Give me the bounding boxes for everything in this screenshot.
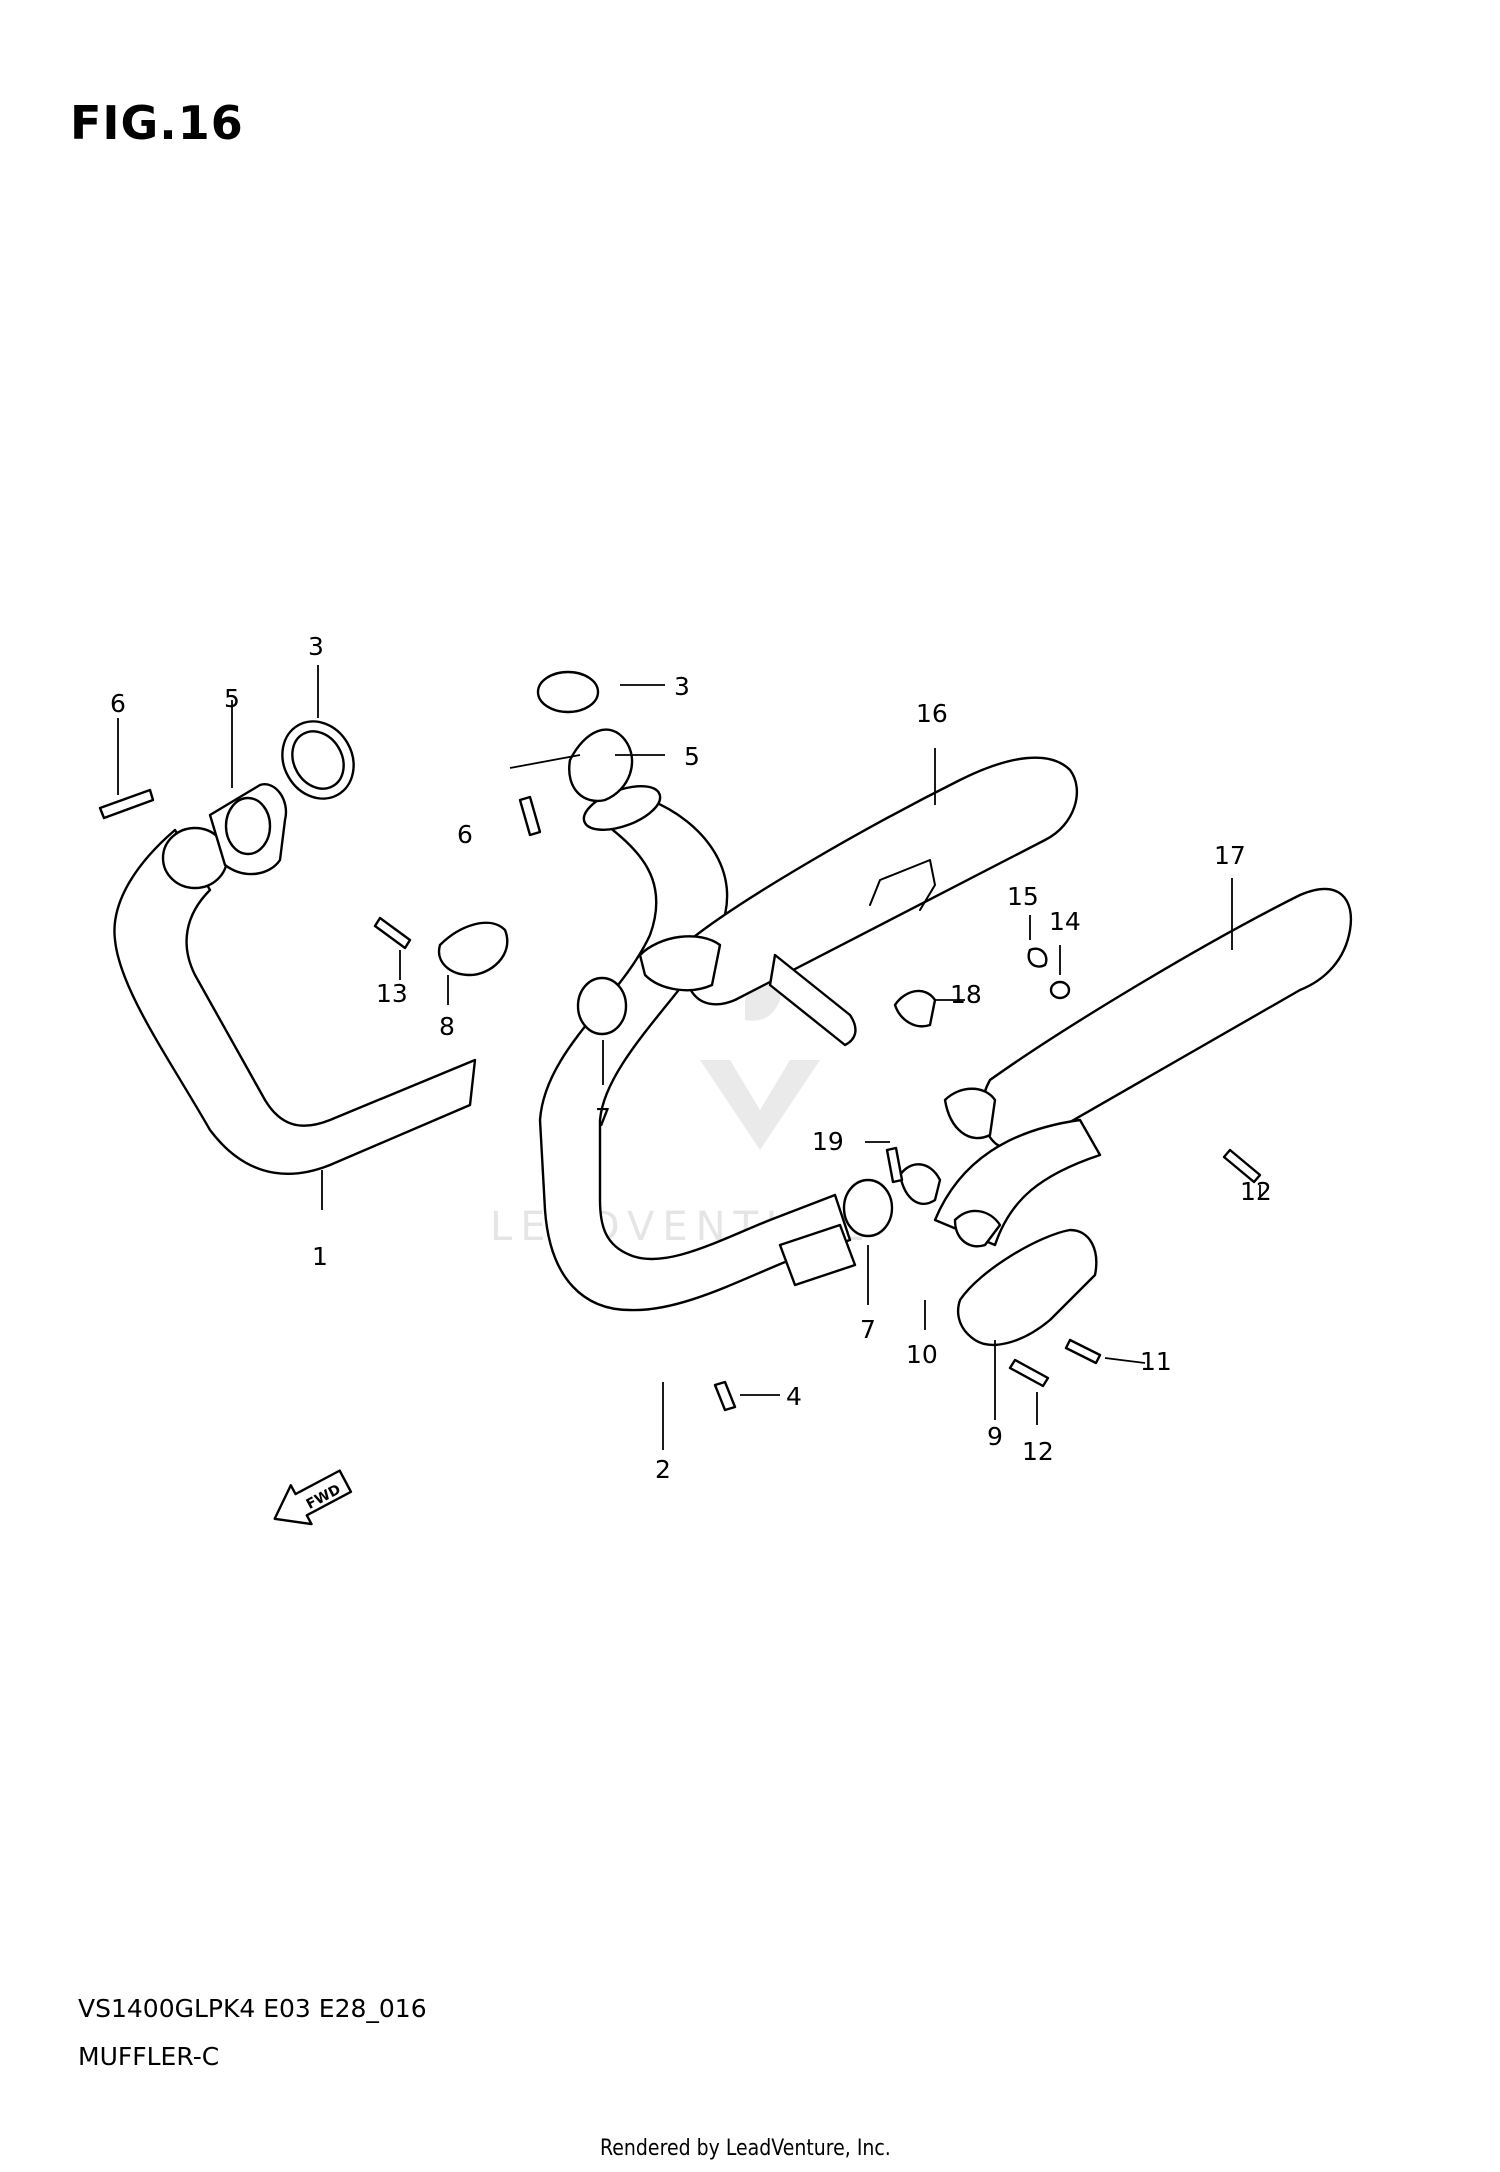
callout-5-right: 5	[684, 742, 700, 771]
exhaust-pipe-1	[113, 826, 477, 1176]
bolt-12-upper	[373, 916, 412, 950]
bracket-10	[953, 1209, 1002, 1248]
callout-13: 16	[916, 699, 948, 728]
bolt-11	[1064, 1338, 1102, 1365]
gasket-3-right	[536, 670, 600, 714]
callout-15: 18	[950, 980, 982, 1009]
callout-5-left: 5	[224, 684, 240, 713]
callout-3-left: 3	[308, 632, 324, 661]
callout-3-right: 3	[674, 672, 690, 701]
callout-11: 11	[1140, 1347, 1172, 1376]
callout-labels: 3 5 6 1 3 5 6 16 17 7 7 8 13 18 19 12 14…	[110, 632, 1272, 1484]
callout-10: 10	[906, 1340, 938, 1369]
callout-12-lower: 12	[1022, 1437, 1054, 1466]
callout-16: 19	[812, 1127, 844, 1156]
bolt-12-lower	[1008, 1358, 1050, 1388]
connector-7-lower	[842, 1178, 894, 1238]
washer-18	[1049, 980, 1071, 1000]
muffler-13	[638, 756, 1079, 1047]
callout-2: 2	[655, 1455, 671, 1484]
callout-19: 15	[1007, 882, 1039, 911]
callout-1: 1	[312, 1242, 328, 1271]
callout-6-right: 6	[457, 820, 473, 849]
bolt-16	[885, 1146, 904, 1184]
bolt-6-left	[98, 788, 155, 820]
muffler-14	[898, 887, 1353, 1247]
callout-18: 14	[1049, 907, 1081, 936]
bolt-17	[1222, 1148, 1262, 1184]
figure-title: FIG.16	[70, 96, 244, 150]
callout-7-lower: 7	[860, 1315, 876, 1344]
gasket-3-left-inner	[291, 730, 345, 790]
callout-14: 17	[1214, 841, 1246, 870]
figure-code: VS1400GLPK4 E03 E28_016	[78, 1994, 427, 2023]
bolt-6-right	[518, 795, 542, 837]
figure-name: MUFFLER-C	[78, 2042, 220, 2071]
nut-4	[713, 1380, 737, 1412]
leader-lines	[117, 665, 1261, 1450]
clamp-8	[437, 921, 509, 977]
flange-5-left-hole	[224, 796, 272, 856]
callout-17: 12	[1240, 1177, 1272, 1206]
callout-12-upper: 13	[376, 979, 408, 1008]
connector-7-upper	[576, 976, 628, 1036]
callout-6-left: 6	[110, 689, 126, 718]
pipe-2-outlet	[778, 1223, 857, 1287]
callout-8: 8	[439, 1012, 455, 1041]
callout-7-upper: 7	[595, 1103, 611, 1132]
fwd-arrow: FWD	[273, 1469, 353, 1526]
flange-5-right	[568, 728, 634, 803]
cover-9	[956, 1228, 1098, 1347]
clamp-15	[893, 989, 937, 1028]
callout-9: 9	[987, 1422, 1003, 1451]
callout-4: 4	[786, 1382, 802, 1411]
nut-19	[1027, 947, 1048, 968]
render-credit: Rendered by LeadVenture, Inc.	[600, 2136, 891, 2161]
